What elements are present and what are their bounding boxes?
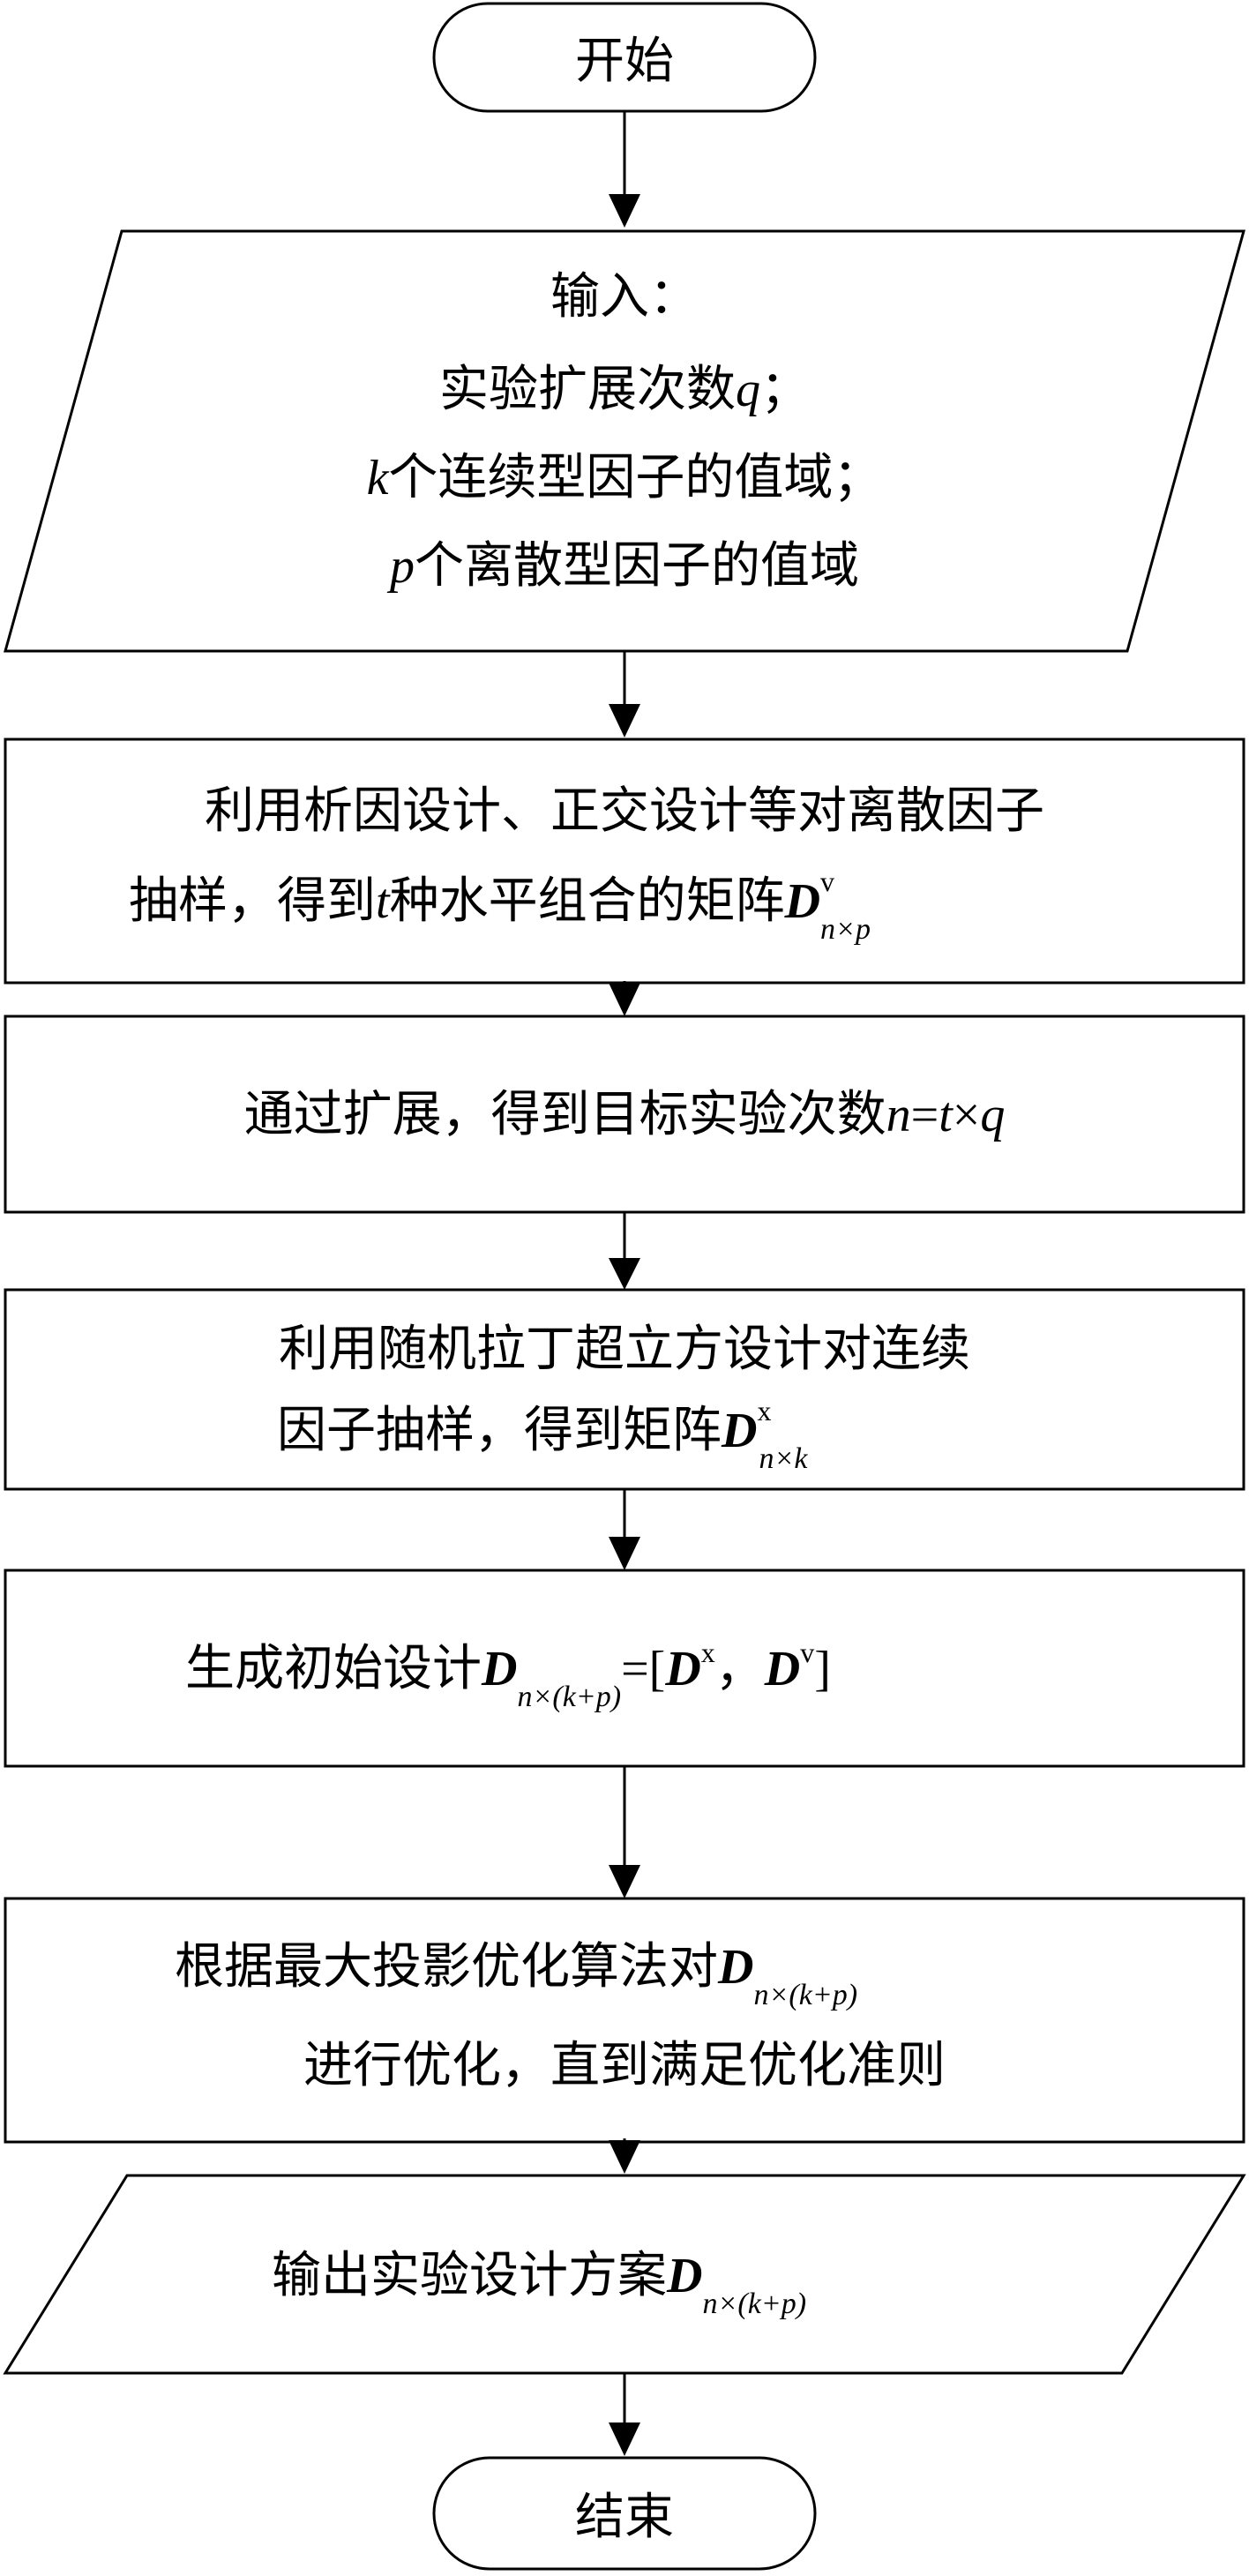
input-line4: p个离散型因子的值域 xyxy=(386,537,859,595)
output-text: 输出实验设计方案Dn×(k+p) xyxy=(272,2247,806,2320)
step2-node: 通过扩展，得到目标实验次数n=t×q xyxy=(4,1015,1245,1214)
step4-text: 生成初始设计Dn×(k+p)=[Dx，Dv] xyxy=(185,1636,831,1713)
step2-text: 通过扩展，得到目标实验次数n=t×q xyxy=(244,1086,1006,1143)
input-node: 输入： 实验扩展次数q； k个连续型因子的值域； p个离散型因子的值域 xyxy=(4,229,1245,653)
arrow-output-to-end xyxy=(609,2373,640,2456)
start-label: 开始 xyxy=(575,33,674,90)
arrow-step2-to-step3 xyxy=(609,1212,640,1290)
input-shape xyxy=(4,229,1245,653)
input-line2: 实验扩展次数q； xyxy=(439,361,810,418)
arrow-step1-to-step2 xyxy=(609,981,640,1016)
end-label: 结束 xyxy=(575,2489,674,2546)
arrow-input-to-step1 xyxy=(609,651,640,738)
start-node: 开始 xyxy=(432,2,817,113)
arrow-step3-to-step4 xyxy=(609,1489,640,1570)
output-shape xyxy=(3,2174,1246,2375)
step5-line2: 进行优化，直到满足优化准则 xyxy=(303,2037,946,2094)
input-line1: 输入： xyxy=(550,268,699,326)
step2-shape xyxy=(4,1015,1245,1214)
arrow-step5-to-output xyxy=(609,2138,640,2174)
arrow-step4-to-step5 xyxy=(609,1766,640,1898)
output-node: 输出实验设计方案Dn×(k+p) xyxy=(3,2174,1246,2375)
end-shape xyxy=(432,2456,817,2571)
end-node: 结束 xyxy=(432,2456,817,2571)
step5-line1: 根据最大投影优化算法对Dn×(k+p) xyxy=(175,1938,857,2011)
step3-line1: 利用随机拉丁超立方设计对连续 xyxy=(279,1321,970,1378)
input-line3: k个连续型因子的值域； xyxy=(367,449,883,506)
step1-line1: 利用析因设计、正交设计等对离散因子 xyxy=(205,783,1044,840)
step3-shape xyxy=(4,1288,1245,1491)
step4-node: 生成初始设计Dn×(k+p)=[Dx，Dv] xyxy=(4,1569,1245,1768)
step5-shape xyxy=(4,1897,1245,2144)
arrow-start-to-input xyxy=(609,111,640,228)
step5-node: 根据最大投影优化算法对Dn×(k+p) 进行优化，直到满足优化准则 xyxy=(4,1897,1245,2144)
step4-shape xyxy=(4,1569,1245,1768)
step1-shape xyxy=(4,738,1245,985)
